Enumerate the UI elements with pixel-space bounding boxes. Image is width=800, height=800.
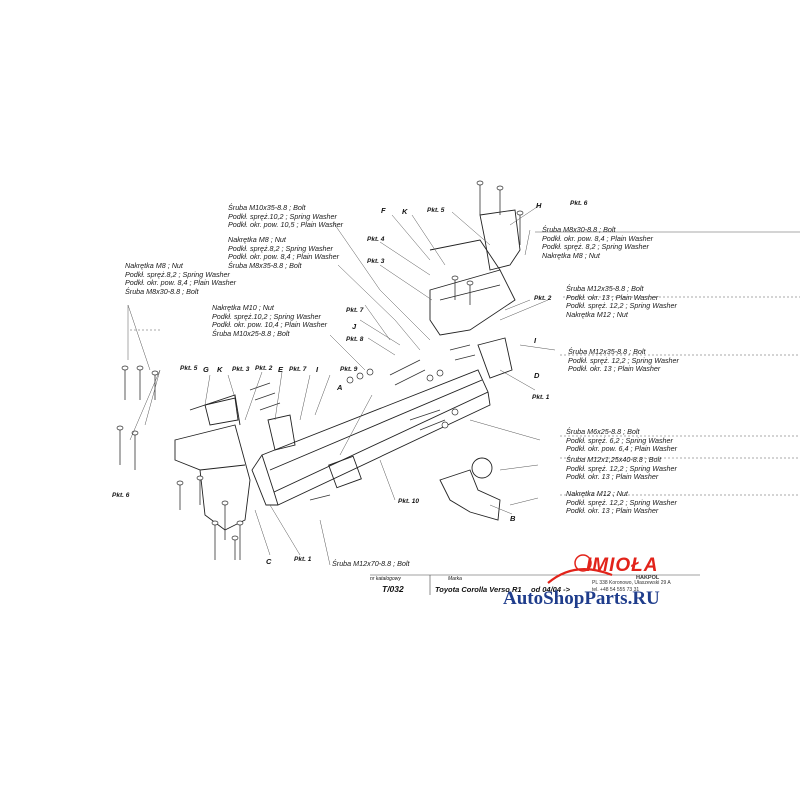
- part-letter-b: B: [510, 514, 516, 523]
- company-address: PL 338 Koronowo, Ułaszewski 29 A: [592, 580, 671, 586]
- label-group-m10-center: Nakrętka M10 ; Nut Podkł. spręż.10,2 ; S…: [212, 303, 328, 338]
- label-group-m12-b: Śruba M12x35-8.8 ; Bolt Podkł. spręż. 12…: [568, 347, 679, 374]
- label-line: Nakrętka M12 ; Nut: [566, 309, 628, 319]
- callout-pkt3: Pkt. 3: [367, 258, 385, 265]
- catalog-number-label: nr katalogowy: [370, 576, 401, 582]
- part-letter-h: H: [536, 201, 542, 210]
- tow-ball-neck: [439, 469, 501, 521]
- part-letter-i-top: I: [534, 336, 537, 345]
- label-line: Podkł. spręż.8,2 ; Spring Washer: [228, 243, 333, 253]
- label-line: Podkł. okr. 13 ; Plain Washer: [568, 364, 661, 374]
- left-bracket: [174, 424, 251, 531]
- callout-pkt7-left: Pkt. 7: [289, 366, 307, 373]
- callout-pkt9: Pkt. 9: [340, 366, 358, 373]
- label-group-m8-right: Śruba M8x30-8.8 ; Bolt Podkł. okr. pow. …: [542, 225, 654, 260]
- label-line: Podkł. okr. pow. 10,4 ; Plain Washer: [212, 320, 328, 330]
- callout-pkt5-left: Pkt. 5: [180, 365, 198, 372]
- label-line: Nakrętka M10 ; Nut: [212, 303, 274, 312]
- part-letter-a: A: [337, 383, 343, 392]
- brand-logo: IMIOŁA HAKPOL: [560, 555, 690, 585]
- label-line: Podkł. spręż. 12,2 ; Spring Washer: [568, 355, 679, 365]
- callout-pkt5-top: Pkt. 5: [427, 207, 445, 214]
- label-line: Śruba M10x35-8.8 ; Bolt: [228, 203, 306, 212]
- label-line: Śruba M8x30-8.8 ; Bolt: [542, 225, 616, 234]
- label-line: Podkł. okr. pow. 8,4 ; Plain Washer: [125, 278, 237, 288]
- company-phone: tel. +48 54 555 73 31: [592, 587, 640, 593]
- socket-plate: [328, 455, 362, 489]
- part-letter-k: K: [402, 207, 408, 216]
- label-line: Śruba M8x35-8.8 ; Bolt: [228, 260, 302, 270]
- brand-logo-sub: HAKPOL: [636, 575, 660, 581]
- callout-pkt2: Pkt. 2: [534, 295, 552, 302]
- label-line: Podkł. okr. 13 ; Plain Washer: [566, 292, 659, 302]
- label-line: Podkł. okr. pow. 8,4 ; Plain Washer: [542, 233, 654, 243]
- label-line: Śruba M12x1,25x40-8.8 ; Bolt: [566, 455, 662, 464]
- label-line: Podkł. spręż. 12,2 ; Spring Washer: [566, 497, 677, 507]
- label-group-m8-left: Nakrętka M8 ; Nut Podkł. spręż.8,2 ; Spr…: [125, 261, 237, 296]
- tow-ball: [471, 457, 493, 479]
- model-date: od 04/04 ->: [531, 585, 570, 594]
- label-line: Nakrętka M8 ; Nut: [542, 250, 600, 260]
- label-group-m6: Śruba M6x25-8.8 ; Bolt Podkł. spręż. 6,2…: [566, 427, 678, 454]
- part-letter-k2: K: [217, 365, 223, 374]
- label-line: Podkł. okr. 13 ; Plain Washer: [566, 472, 659, 482]
- part-letter-i: I: [316, 365, 319, 374]
- label-line: Podkł. spręż. 12,2 ; Spring Washer: [566, 301, 677, 311]
- label-line: Podkł. spręż. 6,2 ; Spring Washer: [566, 435, 673, 445]
- label-group-m12-a: Śruba M12x35-8.8 ; Bolt Podkł. okr. 13 ;…: [566, 284, 677, 319]
- callout-pkt10: Pkt. 10: [398, 498, 419, 505]
- catalog-number: T/032: [382, 584, 404, 594]
- label-line: Podkł. spręż. 12,2 ; Spring Washer: [566, 463, 677, 473]
- label-group-m10x35: Śruba M10x35-8.8 ; Bolt Podkł. spręż.10,…: [228, 203, 344, 230]
- label-line: Nakrętka M12 ; Nut: [566, 489, 628, 498]
- label-line: Śruba M10x25-8.8 ; Bolt: [212, 328, 290, 338]
- label-line: Podkł. spręż.8,2 ; Spring Washer: [125, 269, 230, 279]
- callout-pkt1-right: Pkt. 1: [532, 394, 550, 401]
- part-letter-e: E: [278, 365, 284, 374]
- callout-pkt6-left: Pkt. 6: [112, 492, 130, 499]
- part-letter-j: J: [352, 322, 357, 331]
- vehicle-model: Toyota Corolla Verso R1: [435, 585, 522, 594]
- callout-pkt6-top: Pkt. 6: [570, 200, 588, 207]
- label-group-m8-center: Nakrętka M8 ; Nut Podkł. spręż.8,2 ; Spr…: [228, 235, 340, 270]
- logo-ring: [574, 554, 592, 572]
- callout-pkt7: Pkt. 7: [346, 307, 364, 314]
- label-line: Podkł. spręż.10,2 ; Spring Washer: [228, 211, 337, 221]
- label-group-m12-c: Śruba M12x1,25x40-8.8 ; Bolt Podkł. sprę…: [566, 455, 677, 482]
- label-line: Śruba M8x30-8.8 ; Bolt: [125, 286, 199, 296]
- label-line: Śruba M12x35-8.8 ; Bolt: [566, 284, 644, 293]
- brand-logo-text: IMIOŁA: [586, 555, 659, 576]
- label-bottom-bolt: Śruba M12x70-8.8 ; Bolt: [332, 559, 410, 568]
- callout-pkt1-bottom: Pkt. 1: [294, 556, 312, 563]
- label-line: Śruba M6x25-8.8 ; Bolt: [566, 427, 640, 436]
- callout-pkt2-left: Pkt. 2: [255, 365, 273, 372]
- label-line: Podkł. okr. pow. 6,4 ; Plain Washer: [566, 444, 678, 454]
- label-group-m12-d: Nakrętka M12 ; Nut Podkł. spręż. 12,2 ; …: [566, 489, 677, 516]
- label-line: Podkł. spręż.10,2 ; Spring Washer: [212, 311, 321, 321]
- label-line: Nakrętka M8 ; Nut: [125, 261, 183, 270]
- label-line: Podkł. okr. pow. 8,4 ; Plain Washer: [228, 252, 340, 262]
- part-letter-f: F: [381, 206, 386, 215]
- label-line: Śruba M12x35-8.8 ; Bolt: [568, 347, 646, 356]
- label-line: Podkł. spręż. 8,2 ; Spring Washer: [542, 242, 649, 252]
- part-letter-g: G: [203, 365, 209, 374]
- brand-label: Marka: [448, 576, 462, 582]
- callout-pkt8: Pkt. 8: [346, 336, 364, 343]
- label-line: Podkł. okr. 13 ; Plain Washer: [566, 506, 659, 516]
- callout-pkt4: Pkt. 4: [367, 236, 385, 243]
- callout-pkt3-left: Pkt. 3: [232, 366, 250, 373]
- label-line: Podkł. okr. pow. 10,5 ; Plain Washer: [228, 220, 344, 230]
- part-letter-d: D: [534, 371, 540, 380]
- main-cross-beam: [261, 369, 489, 493]
- top-bracket: [479, 209, 521, 271]
- site-watermark: AutoShopParts.RU: [503, 588, 660, 609]
- right-bracket: [429, 269, 516, 336]
- label-line: Nakrętka M8 ; Nut: [228, 235, 286, 244]
- part-letter-c: C: [266, 557, 272, 566]
